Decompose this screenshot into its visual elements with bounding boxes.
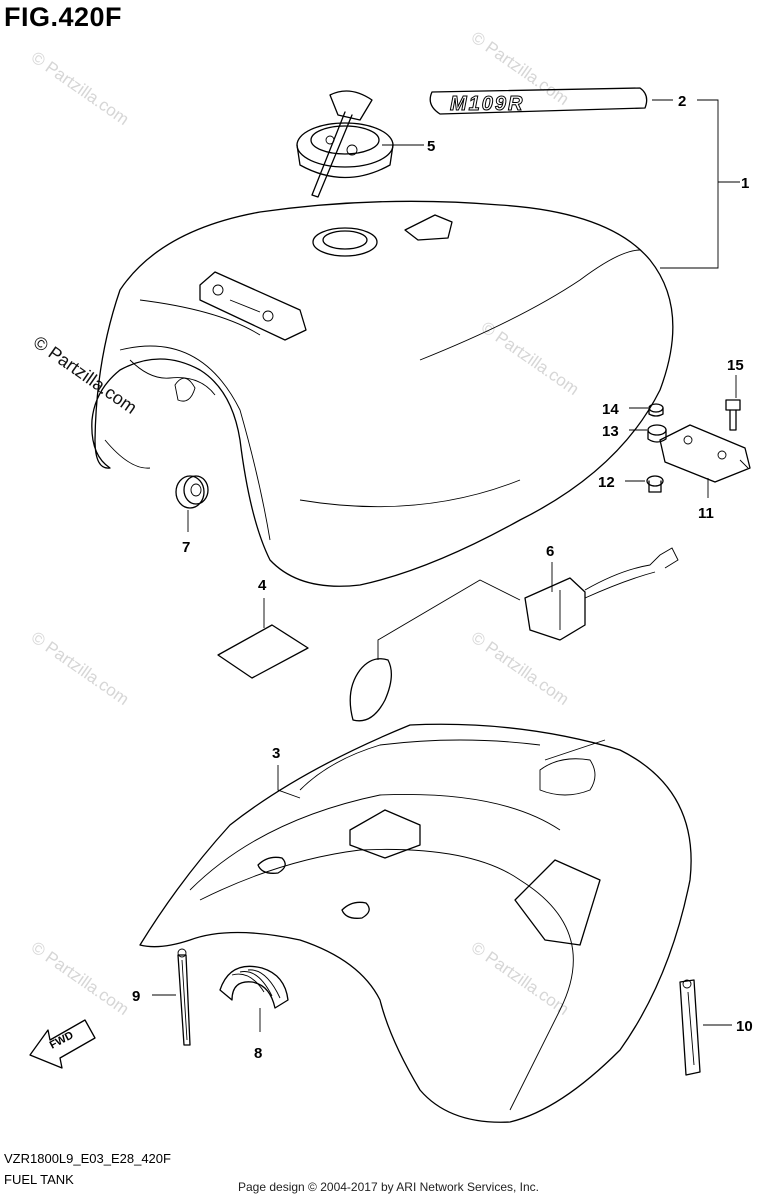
callout-10: 10 — [736, 1018, 753, 1035]
callout-5: 5 — [427, 138, 435, 155]
diagram-code: VZR1800L9_E03_E28_420F — [4, 1151, 171, 1166]
forward-arrow: FWD — [29, 1019, 96, 1069]
bolt-part-15 — [725, 399, 741, 431]
fuel-cap-part-5 — [296, 90, 394, 198]
callout-8: 8 — [254, 1045, 262, 1062]
emblem-text: M109R — [450, 93, 524, 115]
clamp-part-8 — [219, 965, 289, 1009]
watermark: © Partzilla.com — [468, 628, 573, 709]
diagram-name: FUEL TANK — [4, 1172, 74, 1187]
callout-6: 6 — [546, 543, 554, 560]
callout-14: 14 — [602, 401, 619, 418]
fuel-tank-part-1 — [91, 200, 674, 587]
callout-15: 15 — [727, 357, 744, 374]
callouts: 1 2 3 4 5 6 7 8 9 10 11 12 13 14 15 — [132, 93, 753, 1062]
watermark: © Partzilla.com — [28, 628, 133, 709]
band-part-9 — [177, 948, 191, 1046]
cushion-part-13 — [647, 424, 667, 443]
callout-11: 11 — [698, 505, 714, 522]
callout-2: 2 — [678, 93, 686, 110]
emblem-part-2: M109R — [429, 87, 648, 116]
bracket-part-11 — [659, 424, 751, 483]
callout-1: 1 — [741, 175, 749, 192]
watermarks: © Partzilla.com © Partzilla.com © Partzi… — [28, 28, 583, 1019]
callout-12: 12 — [598, 474, 615, 491]
watermark-dark: © Partzilla.com — [30, 332, 141, 418]
callout-7: 7 — [182, 539, 190, 556]
strap-part-10 — [679, 979, 701, 1076]
fuel-gauge-part-6 — [349, 547, 679, 722]
cushion-part-7 — [175, 475, 209, 509]
callout-4: 4 — [258, 577, 267, 594]
callout-9: 9 — [132, 988, 140, 1005]
pad-part-4 — [217, 624, 309, 679]
callout-13: 13 — [602, 423, 619, 440]
collar-part-14 — [648, 403, 664, 417]
copyright-notice: Page design © 2004-2017 by ARI Network S… — [238, 1180, 540, 1194]
figure-title: FIG.420F — [4, 2, 123, 32]
watermark: © Partzilla.com — [28, 938, 133, 1019]
leader-lines — [152, 99, 740, 1032]
heat-insulator-part-3 — [139, 723, 692, 1123]
watermark: © Partzilla.com — [468, 938, 573, 1019]
nut-part-12 — [646, 475, 664, 493]
callout-3: 3 — [272, 745, 280, 762]
watermark: © Partzilla.com — [28, 48, 133, 129]
watermark: © Partzilla.com — [478, 318, 583, 399]
